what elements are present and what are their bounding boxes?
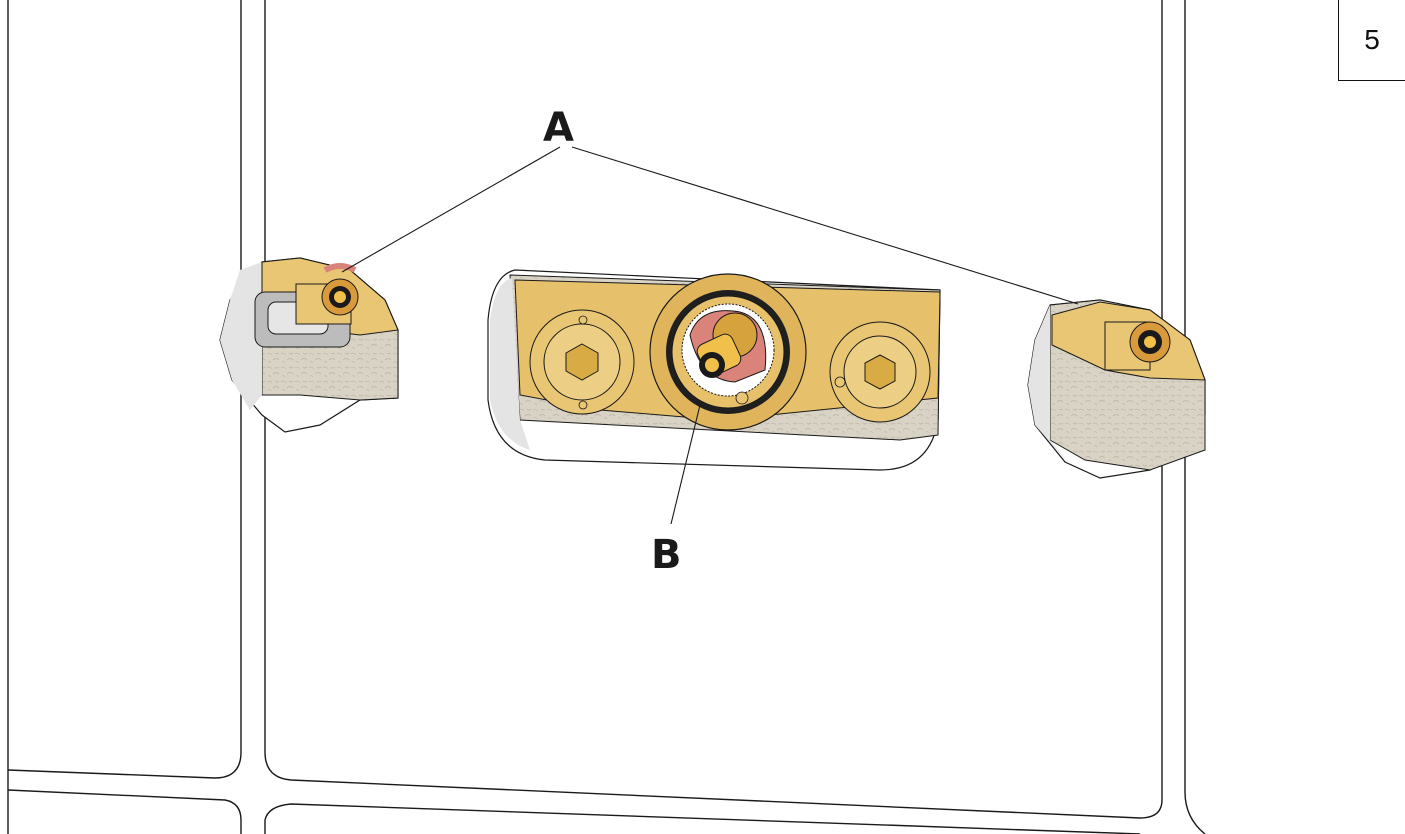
- callout-label-a: A: [543, 105, 574, 151]
- left-valve-cutout: [219, 257, 399, 433]
- step-number-box: 5: [1338, 0, 1405, 81]
- right-valve-cutout: [1027, 299, 1206, 479]
- central-valve-cutout: [487, 269, 941, 471]
- leader-lines: [341, 146, 1079, 525]
- step-number: 5: [1364, 24, 1380, 55]
- tile-grid: [7, 0, 1206, 834]
- callout-label-b: B: [651, 532, 682, 578]
